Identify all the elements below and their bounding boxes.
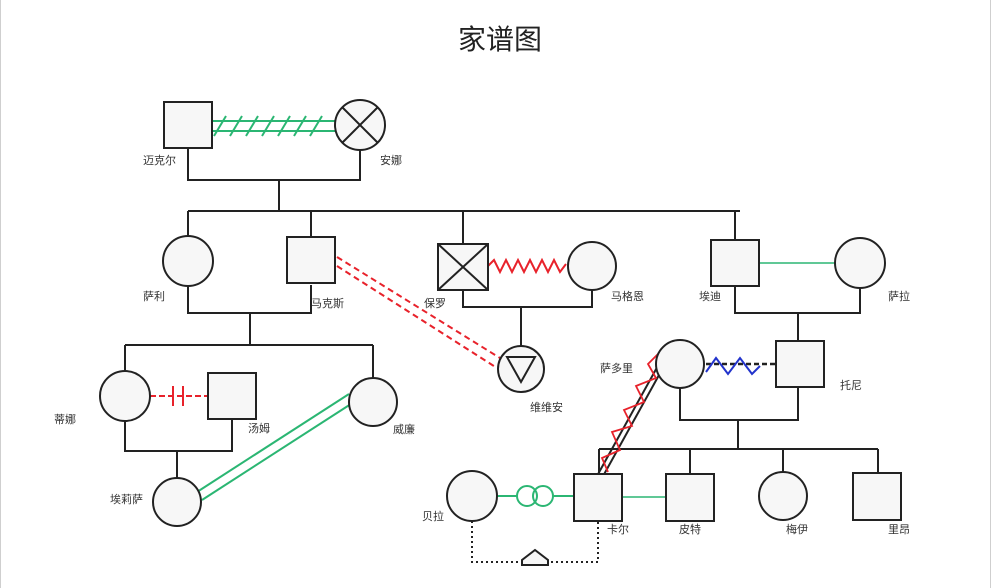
label-tom: 汤姆 (248, 421, 270, 435)
label-margaret: 马格恩 (611, 289, 644, 303)
relationship-marcus-vivian (336, 256, 501, 369)
couple-line-sadori-tony (679, 387, 799, 421)
label-tony: 托尼 (840, 378, 862, 392)
family-lines (124, 148, 879, 478)
label-michael: 迈克尔 (143, 154, 176, 167)
label-anna: 安娜 (380, 153, 402, 167)
person-sara[interactable] (834, 237, 886, 289)
relationship-paul-margaret (487, 257, 567, 275)
male-square-icon (163, 101, 213, 149)
couple-line-paul-margaret (462, 290, 593, 308)
relationship-michael-anna (212, 115, 335, 137)
person-pete[interactable] (665, 473, 715, 522)
male-square-icon (710, 239, 760, 287)
person-paul[interactable] (437, 243, 489, 291)
male-square-icon (207, 372, 257, 420)
person-tom[interactable] (207, 372, 257, 420)
person-marcus[interactable] (286, 236, 336, 284)
relationship-lines (150, 115, 836, 566)
label-alyssa: 埃莉萨 (110, 492, 143, 506)
person-margaret[interactable] (567, 241, 617, 291)
pregnancy-symbol (521, 548, 549, 566)
person-bella[interactable] (446, 470, 498, 522)
label-karl: 卡尔 (607, 523, 629, 536)
couple-line-tina-tom (124, 419, 233, 452)
couple-line-eddie-sara (734, 286, 861, 314)
relationship-sadori-karl (596, 349, 665, 479)
person-karl[interactable] (573, 473, 623, 522)
label-bella: 贝拉 (422, 509, 444, 523)
female-circle-icon (655, 339, 705, 389)
relationship-alyssa-wei (196, 393, 355, 501)
female-circle-icon (567, 241, 617, 291)
label-wei: 威廉 (393, 422, 415, 436)
female-circle-icon (152, 477, 202, 527)
person-tony[interactable] (775, 340, 825, 388)
male-square-icon (573, 473, 623, 522)
label-marcus: 马克斯 (311, 297, 344, 310)
person-michael[interactable] (163, 101, 213, 149)
triangle-icon (505, 356, 537, 385)
person-wei[interactable] (348, 377, 398, 427)
relationship-bella-karl (497, 485, 573, 507)
relationship-tina-tom (150, 386, 208, 406)
label-sally: 萨利 (143, 290, 165, 303)
person-mei[interactable] (758, 471, 808, 521)
male-square-icon (286, 236, 336, 284)
label-sadori: 萨多里 (600, 361, 633, 375)
relationship-bella-karl-dotted (471, 521, 599, 566)
name-labels: 迈克尔 安娜 萨利 马克斯 保罗 马格恩 埃迪 萨拉 蒂娜 汤姆 威廉 维维安 … (54, 153, 910, 536)
person-anna[interactable] (334, 99, 386, 151)
male-square-icon (775, 340, 825, 388)
label-paul: 保罗 (424, 296, 446, 310)
label-sara: 萨拉 (888, 289, 910, 303)
couple-line-michael-anna (187, 148, 361, 181)
diagram-title: 家谱图 (457, 23, 542, 56)
label-eddie: 埃迪 (699, 289, 721, 303)
relationship-sadori-tony (705, 356, 776, 376)
label-mei: 梅伊 (786, 522, 808, 536)
person-tina[interactable] (99, 370, 151, 422)
person-eddie[interactable] (710, 239, 760, 287)
couple-line-sally-marcus (187, 285, 312, 314)
female-circle-icon (348, 377, 398, 427)
person-leon[interactable] (852, 472, 902, 521)
male-square-icon (665, 473, 715, 522)
person-vivian[interactable] (497, 345, 545, 393)
person-sadori[interactable] (655, 339, 705, 389)
canvas-right-border (990, 0, 991, 588)
canvas-left-border (0, 0, 1, 588)
label-pete: 皮特 (679, 522, 701, 536)
female-circle-icon (99, 370, 151, 422)
female-circle-icon (162, 235, 214, 287)
female-circle-icon (758, 471, 808, 521)
person-nodes (99, 99, 902, 527)
label-leon: 里昂 (888, 523, 910, 536)
person-alyssa[interactable] (152, 477, 202, 527)
male-square-icon (852, 472, 902, 521)
female-circle-icon (834, 237, 886, 289)
female-circle-icon (446, 470, 498, 522)
person-sally[interactable] (162, 235, 214, 287)
label-vivian: 维维安 (530, 400, 563, 414)
label-tina: 蒂娜 (54, 412, 76, 426)
